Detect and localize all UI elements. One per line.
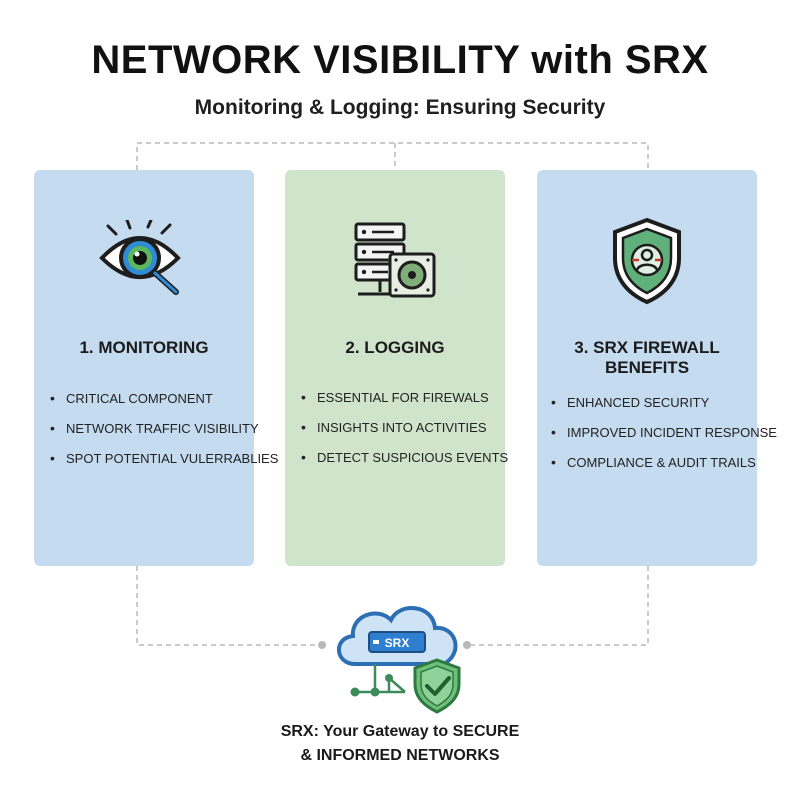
eye-magnifier-icon <box>94 218 194 305</box>
srx-benefits-heading: 3. SRX FIREWALL BENEFITS <box>574 338 720 377</box>
monitoring-bullets: CRITICAL COMPONENT NETWORK TRAFFIC VISIB… <box>50 383 278 473</box>
footer-line-2: & INFORMED NETWORKS <box>300 747 500 764</box>
list-item: SPOT POTENTIAL VULERRABLIES <box>50 443 278 473</box>
monitoring-heading: 1. MONITORING <box>79 338 209 357</box>
logging-bullets: ESSENTIAL FOR FIREWALS INSIGHTS INTO ACT… <box>301 382 508 472</box>
srx-device-label: SRX <box>385 636 410 650</box>
list-item: NETWORK TRAFFIC VISIBILITY <box>50 413 278 443</box>
list-item: ESSENTIAL FOR FIREWALS <box>301 382 508 412</box>
logging-card: 2. LOGGING ESSENTIAL FOR FIREWALS INSIGH… <box>285 170 508 566</box>
page-subtitle: Monitoring & Logging: Ensuring Security <box>194 96 606 119</box>
list-item: ENHANCED SECURITY <box>551 387 777 417</box>
list-item: IMPROVED INCIDENT RESPONSE <box>551 417 777 447</box>
cloud-srx-shield-icon: SRX <box>337 606 461 714</box>
server-disk-icon <box>350 220 440 307</box>
list-item: DETECT SUSPICIOUS EVENTS <box>301 442 508 472</box>
list-item: INSIGHTS INTO ACTIVITIES <box>301 412 508 442</box>
page-title: NETWORK VISIBILITY with SRX <box>91 38 709 82</box>
monitoring-card: 1. MONITORING CRITICAL COMPONENT NETWORK… <box>34 170 278 566</box>
shield-person-icon <box>609 216 685 311</box>
logging-heading: 2. LOGGING <box>345 338 445 357</box>
list-item: CRITICAL COMPONENT <box>50 383 278 413</box>
srx-hub: SRX <box>325 598 475 721</box>
srx-benefits-card: 3. SRX FIREWALL BENEFITS ENHANCED SECURI… <box>537 170 777 566</box>
list-item: COMPLIANCE & AUDIT TRAILS <box>551 447 777 477</box>
srx-benefits-bullets: ENHANCED SECURITY IMPROVED INCIDENT RESP… <box>551 387 777 477</box>
footer-line-1: SRX: Your Gateway to SECURE <box>280 723 520 740</box>
